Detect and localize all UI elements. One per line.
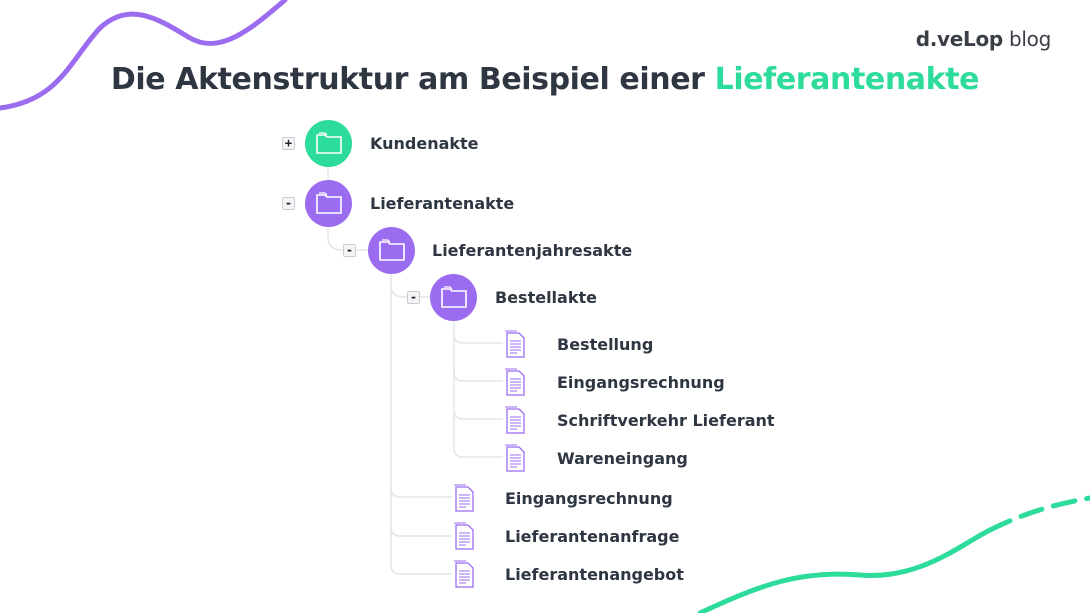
tree-label-lieferantenjahresakte[interactable]: Lieferantenjahresakte (432, 241, 633, 260)
folder-icon (316, 192, 342, 214)
green-wave (697, 527, 993, 613)
tree-label-doc[interactable]: Lieferantenanfrage (505, 527, 680, 546)
folder-icon (441, 286, 467, 308)
document-icon (454, 484, 474, 512)
title-main: Die Aktenstruktur am Beispiel einer (110, 62, 715, 97)
collapse-toggle-bestellakte[interactable]: - (407, 291, 420, 304)
tree-label-doc[interactable]: Eingangsrechnung (557, 373, 725, 392)
tree-label-doc[interactable]: Wareneingang (557, 449, 688, 468)
tree-label-doc[interactable]: Bestellung (557, 335, 654, 354)
folder-node-bestellakte[interactable] (430, 274, 477, 321)
document-icon (505, 406, 525, 434)
title-accent: Lieferantenakte (714, 62, 980, 97)
folder-node-kundenakte[interactable] (305, 120, 352, 167)
document-icon (505, 444, 525, 472)
folder-node-lieferantenakte[interactable] (305, 180, 352, 227)
brand-logo: d.veLop blog (915, 27, 1052, 51)
brand-suffix: blog (1002, 27, 1051, 51)
green-wave-dashed (987, 495, 1090, 533)
document-icon (505, 330, 525, 358)
page-title: Die Aktenstruktur am Beispiel einer Lief… (0, 62, 1090, 97)
tree-label-lieferantenakte[interactable]: Lieferantenakte (370, 194, 515, 213)
tree-label-bestellakte[interactable]: Bestellakte (495, 288, 597, 307)
document-icon (454, 522, 474, 550)
tree-label-doc[interactable]: Schriftverkehr Lieferant (557, 411, 775, 430)
folder-icon (379, 239, 405, 261)
folder-icon (316, 132, 342, 154)
collapse-toggle-lieferantenjahresakte[interactable]: - (343, 244, 356, 257)
brand-name: d.veLop (915, 27, 1004, 51)
document-icon (505, 368, 525, 396)
purple-wave (0, 0, 288, 111)
tree-label-doc[interactable]: Lieferantenangebot (505, 565, 684, 584)
expand-toggle-kundenakte[interactable]: + (282, 137, 295, 150)
folder-node-lieferantenjahresakte[interactable] (368, 227, 415, 274)
tree-label-doc[interactable]: Eingangsrechnung (505, 489, 673, 508)
document-icon (454, 560, 474, 588)
tree-label-kundenakte[interactable]: Kundenakte (370, 134, 479, 153)
collapse-toggle-lieferantenakte[interactable]: - (282, 197, 295, 210)
